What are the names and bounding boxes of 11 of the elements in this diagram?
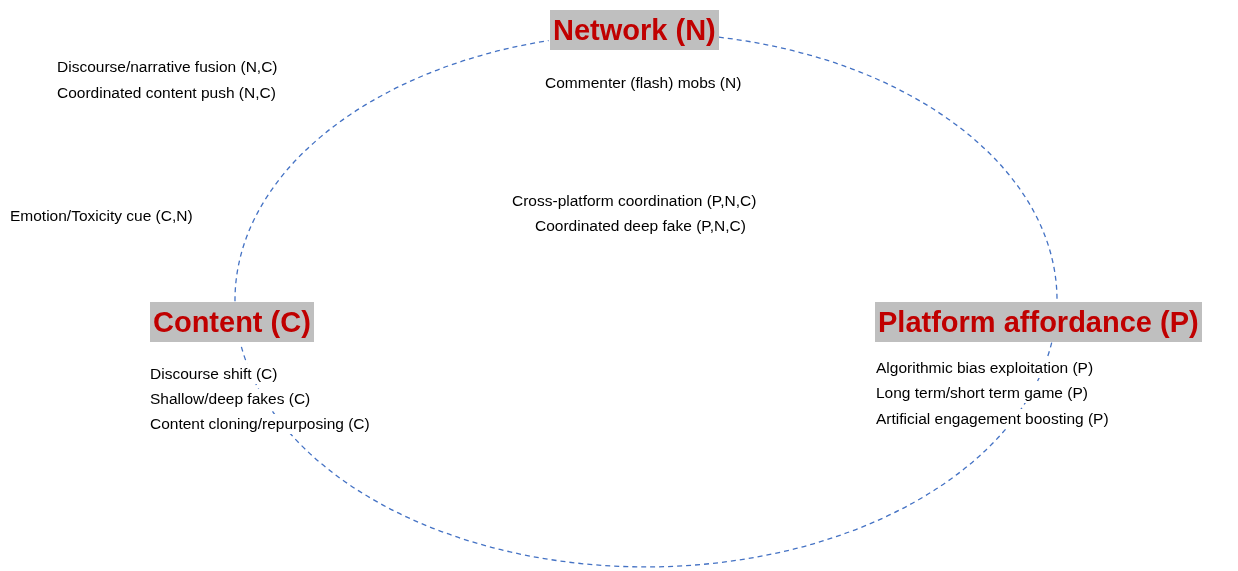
- item-text: Content cloning/repurposing (C): [150, 414, 370, 434]
- item-text: Artificial engagement boosting (P): [876, 409, 1109, 429]
- dashed-arc: [239, 342, 1053, 568]
- item-text: Long term/short term game (P): [876, 383, 1088, 403]
- item-text: Shallow/deep fakes (C): [150, 389, 311, 409]
- category-heading: Network (N): [550, 10, 719, 50]
- item-text: Algorithmic bias exploitation (P): [876, 358, 1094, 378]
- category-heading: Platform affordance (P): [875, 302, 1202, 342]
- item-text: Discourse shift (C): [150, 364, 278, 384]
- dashed-arc: [234, 39, 550, 302]
- category-heading: Content (C): [150, 302, 314, 342]
